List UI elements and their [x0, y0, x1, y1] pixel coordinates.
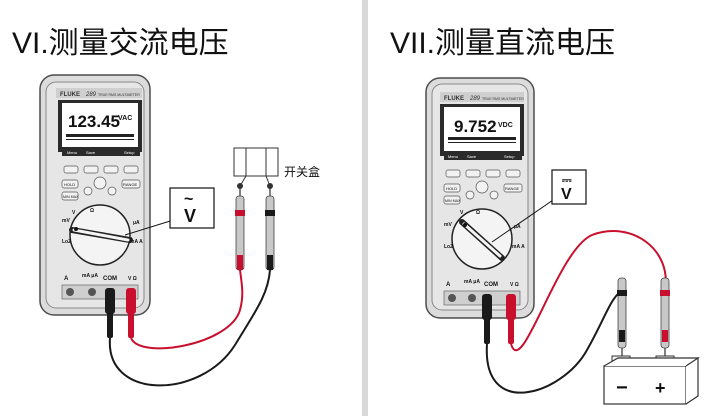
dc-hold-button: HOLD — [446, 186, 457, 191]
ac-jack-label-ma: mA μA — [82, 273, 98, 279]
ac-softkey-2: Save — [86, 150, 96, 155]
ac-switch-box: 开关盒 — [233, 147, 320, 189]
dc-jack-label-a: A — [446, 282, 451, 288]
ac-jack-label-a: A — [64, 276, 69, 282]
ac-panel-title: VI.测量交流电压 — [12, 27, 229, 60]
ac-dial-label-loz: LoZ — [62, 239, 71, 245]
ac-dial-label-mv: mV — [62, 218, 70, 224]
ac-jack-label-v: V Ω — [128, 276, 137, 282]
dc-meter-brand: FLUKE — [444, 96, 464, 102]
ac-voltage-panel: VI.测量交流电压 FLUKE 289 TRUE RMS MULTIMETER … — [12, 27, 320, 387]
dc-diagram: FLUKE 289 TRUE RMS MULTIMETER 9.752 VDC … — [425, 77, 700, 405]
ac-reading-value: 123.45 — [68, 112, 120, 131]
ac-switch-box-label: 开关盒 — [284, 164, 320, 179]
ac-minmax-button: MIN MAX — [63, 195, 79, 199]
dc-red-probe — [660, 277, 670, 349]
dc-battery-negative: − — [616, 377, 628, 399]
ac-callout-mark: ~ — [184, 191, 193, 208]
ac-softkey-1: Menu — [67, 150, 77, 155]
dc-dial-label-v: V — [460, 210, 464, 216]
dc-dial-label-mv: mV — [444, 222, 452, 228]
dc-test-leads — [482, 230, 670, 394]
ac-black-probe — [265, 195, 275, 271]
ac-jack-label-com: COM — [103, 276, 117, 282]
ac-bargraph — [66, 134, 134, 140]
ac-diagram: FLUKE 289 TRUE RMS MULTIMETER 123.45 VAC… — [39, 74, 320, 387]
dc-jack-label-v: V Ω — [510, 282, 519, 288]
dc-meter-model: 289 — [469, 96, 481, 102]
dc-panel-title: VII.测量直流电压 — [390, 27, 616, 60]
ac-softkey-4: Setup — [124, 150, 135, 155]
dc-callout-symbol: V — [561, 186, 572, 203]
dc-reading-value: 9.752 — [454, 117, 497, 136]
dc-meter-subtitle: TRUE RMS MULTIMETER — [482, 97, 524, 101]
dc-softkey-4: Setup — [504, 154, 515, 159]
dc-multimeter: FLUKE 289 TRUE RMS MULTIMETER 9.752 VDC … — [425, 77, 535, 319]
ac-test-leads — [105, 188, 275, 387]
ac-meter-brand: FLUKE — [60, 92, 80, 98]
dc-dial-label-ua: μA — [514, 224, 521, 230]
dc-dial-label-ma: mA A — [512, 244, 525, 250]
panel-divider — [362, 0, 368, 416]
dc-voltage-panel: VII.测量直流电压 FLUKE 289 TRUE RMS MULTIMETER… — [372, 0, 717, 416]
ac-dial-label-ua: μA — [133, 220, 140, 226]
dc-jack-label-ma: mA μA — [464, 279, 480, 285]
dc-reading-unit: VDC — [498, 122, 513, 129]
ac-meter-subtitle: TRUE RMS MULTIMETER — [98, 93, 140, 97]
dc-callout-mark: ⎓ — [562, 173, 572, 187]
dc-function-callout: ⎓ V — [491, 169, 587, 243]
dc-range-button: RANGE — [505, 186, 520, 191]
dc-battery-positive: + — [655, 378, 666, 398]
ac-hold-button: HOLD — [64, 182, 75, 187]
dc-softkey-1: Menu — [448, 154, 458, 159]
dc-jack-label-com: COM — [484, 282, 498, 288]
dc-dial-label-loz: LoZ — [444, 244, 453, 250]
ac-reading-unit: VAC — [118, 115, 132, 122]
ac-meter-model: 289 — [85, 92, 97, 98]
dc-softkey-2: Save — [467, 154, 477, 159]
ac-dial-label-ohm: Ω — [90, 208, 94, 214]
dc-bargraph — [448, 137, 516, 143]
ac-red-probe — [235, 195, 245, 271]
ac-dial-label-v: V — [72, 210, 76, 216]
dc-minmax-button: MIN MAX — [445, 199, 461, 203]
ac-callout-symbol: V — [184, 206, 196, 226]
ac-function-callout: ~ V — [124, 187, 215, 236]
ac-dial-label-ma: mA A — [130, 239, 143, 245]
dc-battery: − + — [603, 355, 700, 405]
ac-multimeter: FLUKE 289 TRUE RMS MULTIMETER 123.45 VAC… — [39, 74, 151, 316]
dc-black-probe — [617, 277, 627, 349]
dc-dial-label-ohm: Ω — [476, 210, 480, 216]
ac-range-button: RANGE — [123, 182, 138, 187]
